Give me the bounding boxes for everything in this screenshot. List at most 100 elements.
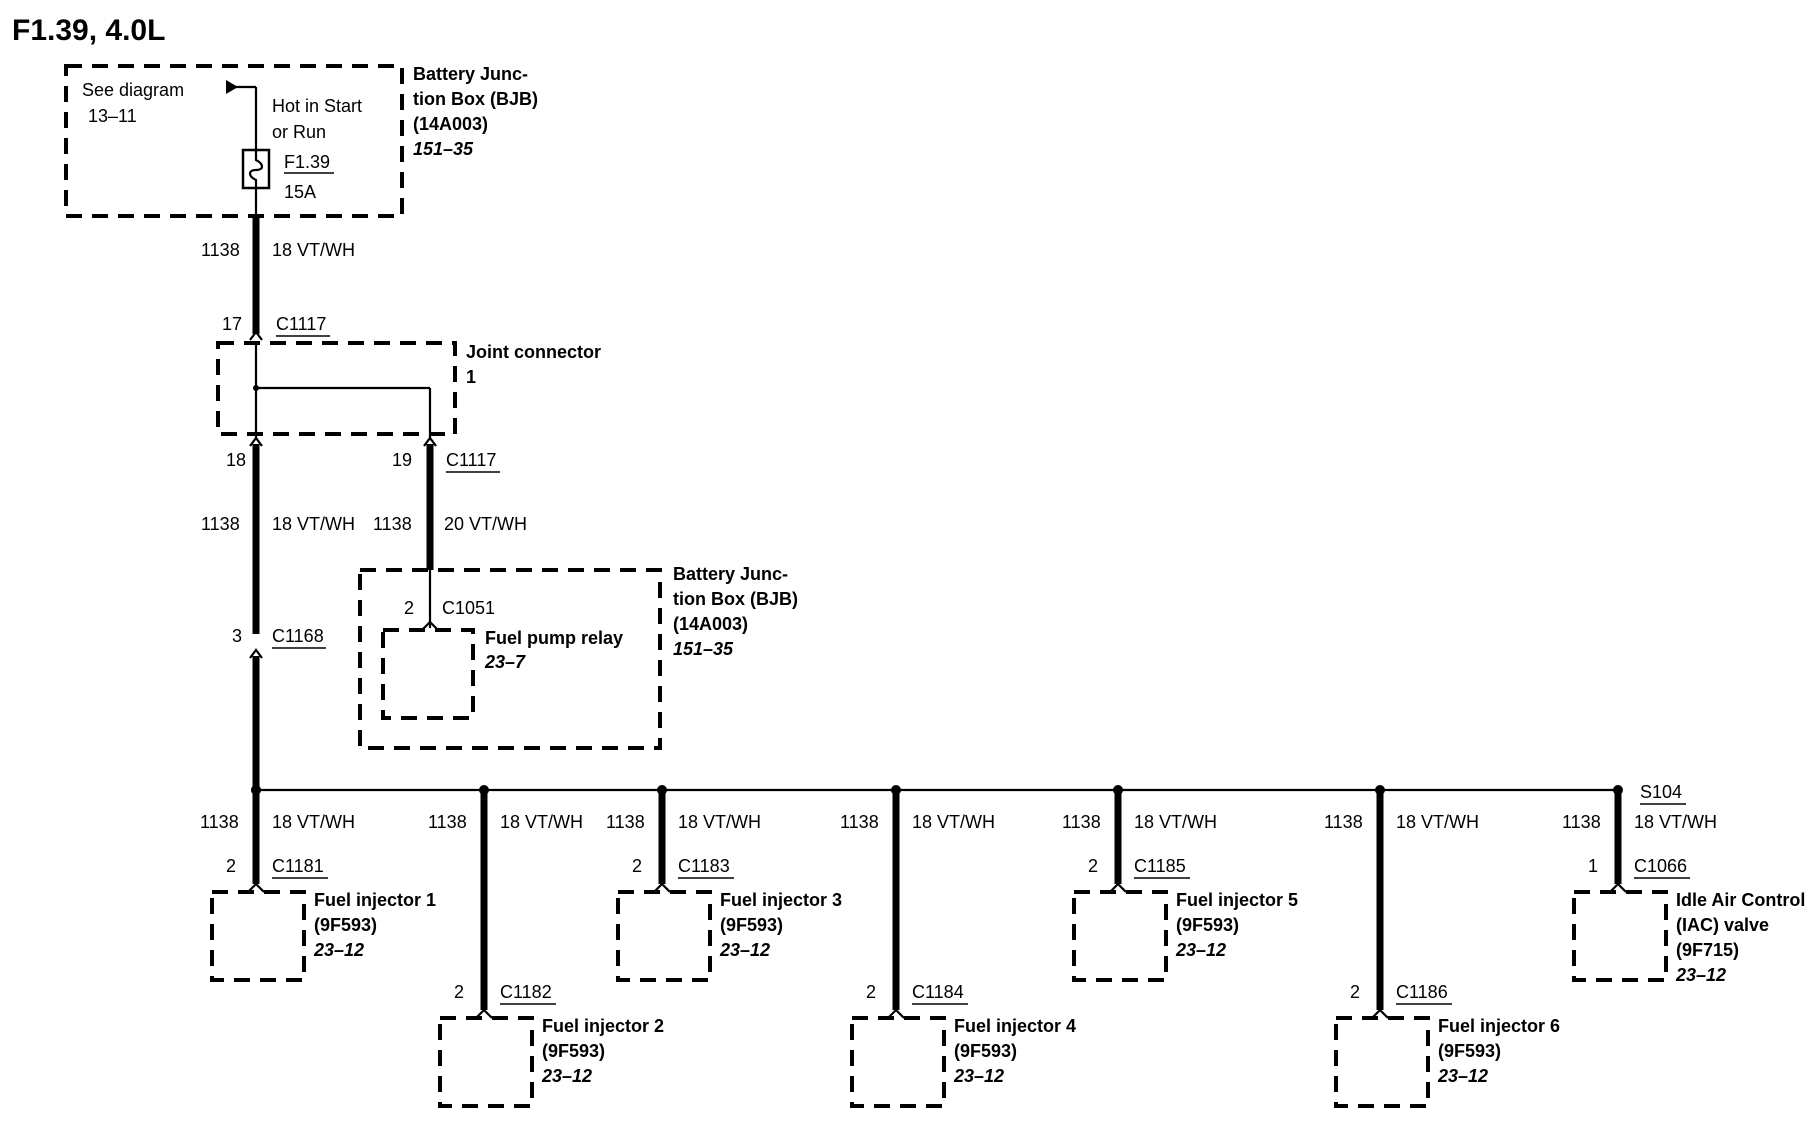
junction-dot	[253, 385, 259, 391]
relay-wire: 1138 20 VT/WH	[373, 444, 527, 570]
load-pin: 1	[1588, 856, 1598, 876]
load-name: Fuel injector 1	[314, 890, 436, 910]
load-circuit: 1138	[200, 812, 239, 832]
load-pin: 2	[1350, 982, 1360, 1002]
connector-c1051: C1051	[442, 598, 495, 618]
joint-connector: Joint connector 1 18 19 C1117	[216, 341, 601, 473]
load-ref: 23–12	[1175, 940, 1226, 960]
diagram-title: F1.39, 4.0L	[12, 14, 165, 47]
load-ref: 23–12	[313, 940, 364, 960]
load-circuit: 1138	[840, 812, 879, 832]
see-diagram-ref: 13–11	[88, 106, 137, 126]
load-gauge: 18 VT/WH	[678, 812, 761, 832]
load-connector: C1182	[500, 982, 552, 1002]
load-circuit: 1138	[428, 812, 467, 832]
relay-box-outline	[358, 568, 662, 750]
connector-pin-icon	[1371, 1008, 1389, 1019]
load-pin: 2	[1088, 856, 1098, 876]
hot-in-label: Hot in Start	[272, 96, 362, 116]
relay-box-name: Battery Junc-	[673, 564, 788, 584]
load-outline	[616, 890, 712, 982]
pin-18: 18	[226, 450, 246, 470]
see-diagram-label: See diagram	[82, 80, 184, 100]
load-connector: C1185	[1134, 856, 1186, 876]
load-ref: 23–12	[1675, 965, 1726, 985]
connector-pin-icon	[247, 882, 265, 893]
splice-s104: S104	[1640, 782, 1682, 802]
load-outline	[850, 1016, 946, 1108]
load-outline	[210, 890, 306, 982]
fuel-pump-relay-outline	[381, 628, 475, 720]
fuse-box-part: (14A003)	[413, 114, 488, 134]
connector-c1168: C1168	[272, 626, 324, 646]
load-outline	[1072, 890, 1168, 982]
load-part: (9F593)	[314, 915, 377, 935]
load-name: Fuel injector 3	[720, 890, 842, 910]
pin-3: 3	[232, 626, 242, 646]
load-outline	[1334, 1016, 1430, 1108]
load-ref: 23–12	[1437, 1066, 1488, 1086]
load-connector: C1066	[1634, 856, 1687, 876]
connector-pin-icon	[1609, 882, 1627, 893]
relay-box-part: (14A003)	[673, 614, 748, 634]
connector-pin-icon	[887, 1008, 905, 1019]
load-part: (9F593)	[542, 1041, 605, 1061]
trunk-wire: 1138 18 VT/WH 3 C1168	[201, 444, 355, 795]
fuse-box: See diagram 13–11 Hot in Start or Run F1…	[64, 64, 538, 218]
relay-wire-circuit: 1138	[373, 514, 412, 534]
load-gauge: 18 VT/WH	[1396, 812, 1479, 832]
pin-17: 17	[222, 314, 242, 334]
load-pin: 2	[866, 982, 876, 1002]
load-gauge: 18 VT/WH	[1134, 812, 1217, 832]
load-connector: C1183	[678, 856, 730, 876]
load-circuit: 1138	[1562, 812, 1601, 832]
fuse-id: F1.39	[284, 152, 330, 172]
relay-box-name-2: tion Box (BJB)	[673, 589, 798, 609]
load-circuit: 1138	[1062, 812, 1101, 832]
fuse-box-ref: 151–35	[413, 139, 474, 159]
fuse-box-name-2: tion Box (BJB)	[413, 89, 538, 109]
connector-pin-icon	[653, 882, 671, 893]
load-circuit: 1138	[1324, 812, 1363, 832]
load-part: (9F593)	[954, 1041, 1017, 1061]
connector-c1117-top: C1117	[276, 314, 326, 334]
wire-gauge: 18 VT/WH	[272, 240, 355, 260]
load-gauge: 18 VT/WH	[1634, 812, 1717, 832]
fuse-rating: 15A	[284, 182, 316, 202]
load-connector: C1186	[1396, 982, 1448, 1002]
relay-box-ref: 151–35	[673, 639, 734, 659]
fuel-pump-relay-name: Fuel pump relay	[485, 628, 623, 648]
load-gauge: 18 VT/WH	[500, 812, 583, 832]
load-outline	[438, 1016, 534, 1108]
relay-wire-gauge: 20 VT/WH	[444, 514, 527, 534]
trunk-gauge: 18 VT/WH	[272, 514, 355, 534]
joint-connector-outline	[216, 341, 457, 436]
joint-connector-number: 1	[466, 367, 476, 387]
load-gauge: 18 VT/WH	[272, 812, 355, 832]
relay-pin: 2	[404, 598, 414, 618]
trunk-circuit: 1138	[201, 514, 240, 534]
load-part: (9F593)	[720, 915, 783, 935]
load-pin: 2	[632, 856, 642, 876]
joint-connector-name: Joint connector	[466, 342, 601, 362]
load-name-2: (IAC) valve	[1676, 915, 1769, 935]
load-part: (9F715)	[1676, 940, 1739, 960]
pin-19: 19	[392, 450, 412, 470]
load-gauge: 18 VT/WH	[912, 812, 995, 832]
load-connector: C1181	[272, 856, 324, 876]
fuse-box-name: Battery Junc-	[413, 64, 528, 84]
load-ref: 23–12	[953, 1066, 1004, 1086]
load-ref: 23–12	[719, 940, 770, 960]
load-name: Fuel injector 4	[954, 1016, 1076, 1036]
load-part: (9F593)	[1176, 915, 1239, 935]
load-connector: C1184	[912, 982, 964, 1002]
fuse-box-outline	[64, 64, 404, 218]
load-name: Fuel injector 6	[1438, 1016, 1560, 1036]
load-circuit: 1138	[606, 812, 645, 832]
hot-in-label-2: or Run	[272, 122, 326, 142]
load-name: Idle Air Control	[1676, 890, 1805, 910]
load-pin: 2	[454, 982, 464, 1002]
load-outline	[1572, 890, 1668, 982]
